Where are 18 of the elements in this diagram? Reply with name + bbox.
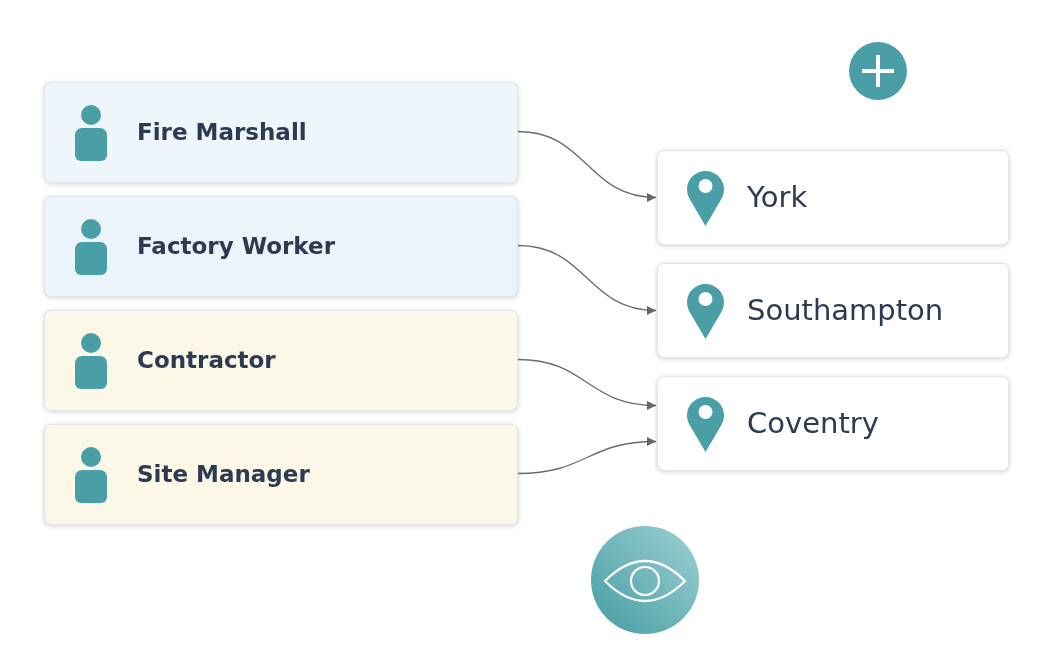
role-name: Contractor: [137, 347, 276, 375]
location-name: York: [747, 180, 808, 215]
role-name: Fire Marshall: [137, 119, 307, 147]
connector-arrow: [517, 437, 657, 475]
location-card: [657, 150, 1009, 245]
role-card: [44, 424, 518, 525]
role-card: [44, 82, 518, 183]
location-name: Coventry: [747, 406, 879, 441]
location-card: [657, 376, 1009, 471]
role-card: [44, 310, 518, 411]
role-card: [44, 196, 518, 297]
connector-arrow: [517, 358, 657, 410]
role-name: Factory Worker: [137, 233, 335, 261]
location-card: [657, 263, 1009, 358]
connector-arrow: [517, 130, 657, 202]
connector-arrow: [517, 244, 657, 315]
role-name: Site Manager: [137, 461, 310, 489]
location-name: Southampton: [747, 293, 944, 328]
